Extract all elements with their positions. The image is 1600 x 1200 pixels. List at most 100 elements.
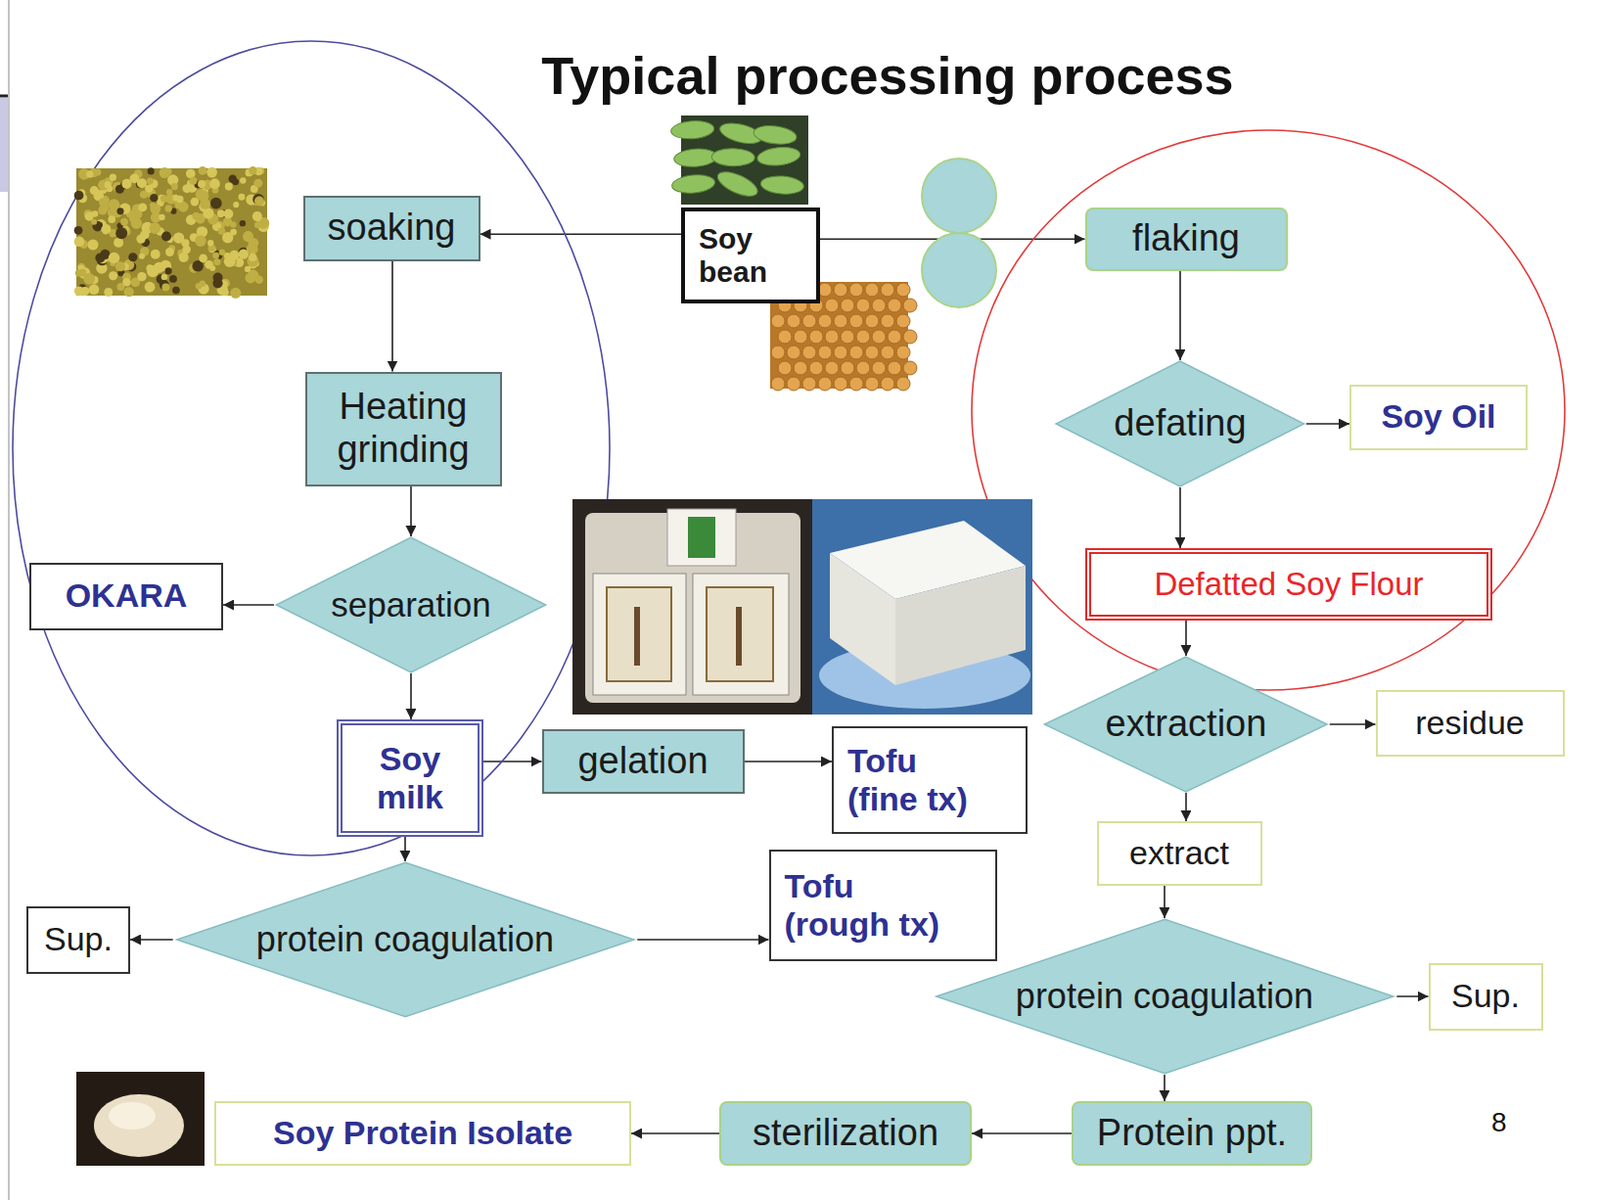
okara-photo: [108, 198, 121, 211]
okara-photo: [83, 273, 95, 285]
okara-photo: [254, 195, 265, 206]
product-box: Soy Protein Isolate: [214, 1100, 632, 1166]
group-outline: [971, 130, 1565, 690]
node-label: flaking: [1132, 217, 1240, 261]
powder-photo: [76, 1071, 205, 1166]
soybean-photo: [903, 298, 917, 313]
flow-arrow: [1329, 723, 1376, 726]
okara-photo: [212, 252, 220, 260]
node-label: Sup.: [44, 919, 113, 959]
okara-photo: [115, 227, 128, 239]
okara-photo: [94, 253, 105, 264]
soybean-photo: [871, 329, 886, 344]
okara-photo: [113, 237, 124, 248]
node-label: Protein ppt.: [1097, 1111, 1287, 1155]
soybean-photo: [786, 314, 801, 328]
edamame-photo: [670, 119, 715, 140]
okara-photo: [169, 274, 178, 283]
okara-photo: [172, 194, 180, 202]
okara-photo: [237, 193, 245, 201]
okara-photo: [74, 226, 84, 235]
okara-photo: [107, 215, 116, 224]
okara-photo: [224, 209, 234, 220]
soybean-photo: [880, 282, 895, 297]
tofu-package-photo: [572, 499, 813, 715]
decision-diamond: protein coagulation: [932, 917, 1398, 1075]
okara-photo: [248, 253, 258, 263]
okara-photo: [222, 289, 229, 297]
soybean-photo: [840, 298, 855, 313]
node-label: Soy Protein Isolate: [273, 1113, 573, 1152]
soybean-photo: [903, 361, 917, 375]
flow-arrow: [404, 836, 407, 862]
flow-arrow: [391, 261, 394, 372]
product-box: OKARA: [29, 562, 224, 631]
soybean-photo: [824, 298, 839, 313]
okara-photo: [225, 182, 233, 191]
product-box: Tofu (fine tx): [831, 726, 1028, 834]
soybean-photo: [865, 314, 879, 328]
okara-photo: [197, 180, 206, 188]
okara-photo: [179, 252, 189, 263]
node-label: defating: [1113, 402, 1246, 446]
okara-photo: [147, 167, 155, 175]
okara-photo: [228, 174, 237, 183]
node-label: soaking: [327, 206, 457, 250]
soybean-photo: [793, 329, 808, 344]
okara-photo: [74, 235, 86, 247]
okara-photo: [137, 202, 147, 212]
tofu-package-photo: [593, 573, 686, 695]
process-box: sterilization: [719, 1100, 972, 1166]
roller-circles: [921, 158, 997, 308]
okara-photo: [150, 249, 161, 260]
product-box: extract: [1097, 821, 1263, 886]
soybean-photo: [802, 345, 817, 360]
node-label: protein coagulation: [1015, 975, 1314, 1016]
soybean-photo: [896, 345, 911, 360]
edamame-photo: [756, 144, 802, 168]
soybean-photo: [865, 282, 879, 297]
edamame-photo: [671, 173, 716, 195]
flow-arrow: [971, 1132, 1072, 1135]
product-box: Sup.: [1428, 962, 1544, 1031]
okara-photo: [182, 245, 191, 255]
process-box: flaking: [1085, 207, 1288, 272]
okara-photo: [252, 193, 264, 205]
okara-photo: [96, 222, 103, 229]
okara-photo: [160, 194, 168, 202]
okara-photo: [194, 234, 207, 247]
soybean-photo: [771, 314, 785, 328]
okara-photo: [146, 178, 154, 185]
okara-photo: [74, 166, 271, 299]
tofu-package-photo: [667, 508, 736, 566]
edamame-photo: [673, 147, 718, 169]
okara-photo: [161, 283, 170, 292]
okara-photo: [124, 286, 135, 297]
soybean-photo: [849, 282, 864, 297]
edamame-photo: [752, 123, 798, 146]
flow-arrow: [1179, 487, 1182, 549]
flow-arrow: [1163, 885, 1166, 918]
soybean-photo: [896, 314, 911, 328]
okara-photo: [130, 174, 140, 184]
diamond-shape: [1045, 656, 1328, 792]
okara-photo: [171, 182, 179, 190]
okara-photo: [78, 287, 87, 296]
okara-photo: [207, 239, 214, 246]
okara-photo: [253, 179, 263, 188]
okara-photo: [229, 287, 241, 299]
soybean-photo: [896, 376, 911, 391]
soybean-photo: [809, 329, 823, 344]
okara-photo: [161, 274, 169, 281]
powder-photo: [93, 1094, 184, 1157]
tofu-block-photo: [829, 552, 896, 686]
okara-photo: [192, 212, 201, 221]
slide-decoration: [7, 0, 10, 1200]
flow-arrow: [130, 938, 174, 941]
diamond-shape: [1055, 361, 1304, 487]
soybean-photo: [871, 361, 886, 375]
okara-photo: [172, 286, 181, 295]
flow-arrow: [1179, 271, 1182, 362]
soybean-photo: [818, 314, 832, 328]
